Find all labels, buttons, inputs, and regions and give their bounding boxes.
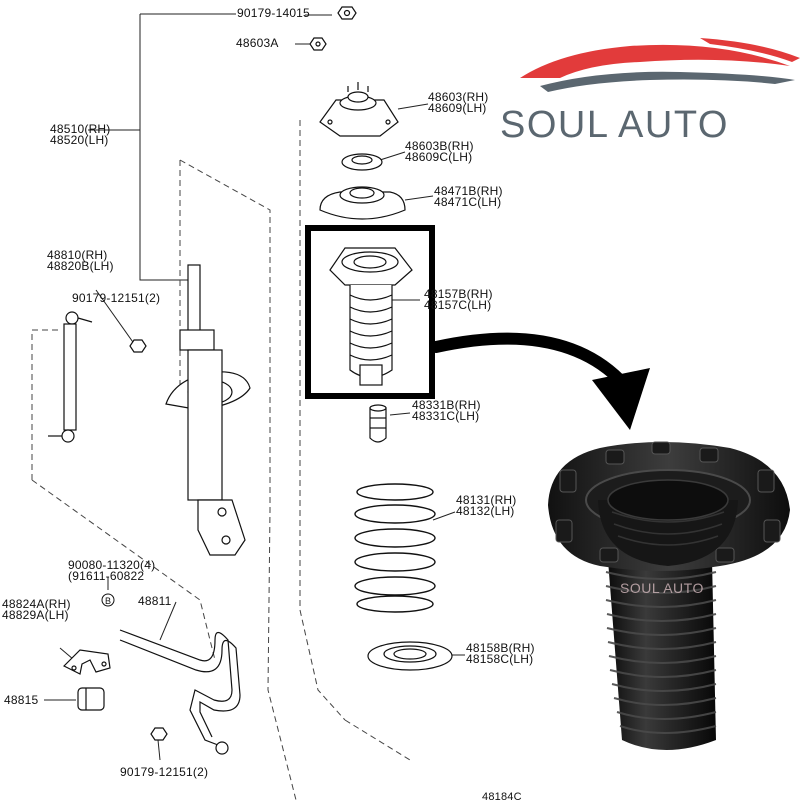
bolt-marker: B — [101, 593, 115, 607]
support-mount — [319, 82, 399, 137]
label-stabilizer-link: 48810(RH) 48820B(LH) — [47, 248, 114, 273]
label-cut-part: 48184C — [482, 791, 522, 803]
label-link-nut: 90179-12151(2) — [72, 291, 161, 305]
label-coil-spring: 48131(RH) 48132(LH) — [456, 493, 517, 518]
bracket — [62, 649, 111, 675]
dust-boot-drawing — [329, 247, 413, 386]
strut-assembly — [165, 264, 251, 556]
label-bolt-pair: 90080-11320(4) (91611-60822 — [68, 558, 156, 583]
label-strut-assy: 48510(RH) 48520(LH) — [50, 122, 111, 147]
link-nut — [129, 339, 147, 353]
label-lower-insulator: 48158B(RH) 48158C(LH) — [466, 641, 535, 666]
assembly-outline — [31, 120, 411, 800]
label-bump-stopper: 48331B(RH) 48331C(LH) — [412, 398, 481, 423]
label-bearing: 48603B(RH) 48609C(LH) — [405, 139, 474, 164]
label-upper-seat: 48471B(RH) 48471C(LH) — [434, 184, 503, 209]
bearing — [341, 153, 383, 171]
lower-insulator — [367, 641, 453, 671]
brand-watermark: SOUL AUTO — [620, 580, 704, 596]
bottom-nut — [150, 727, 168, 741]
svg-text:B: B — [105, 596, 111, 606]
label-bushing: 48815 — [4, 693, 39, 707]
stabilizer-bar — [119, 629, 241, 755]
label-nut-top: 90179-14015 — [237, 6, 310, 20]
coil-spring-drawing — [354, 483, 436, 613]
top-nut — [337, 6, 357, 20]
upper-seat — [319, 186, 406, 220]
bushing — [77, 687, 105, 711]
pointer-arrow — [430, 332, 650, 430]
label-bracket: 48824A(RH) 48829A(LH) — [2, 597, 71, 622]
bump-stopper — [369, 404, 387, 443]
label-support-mount: 48603(RH) 48609(LH) — [428, 90, 489, 115]
flange-nut — [309, 37, 327, 51]
brand-logo-car — [520, 38, 800, 92]
label-bottom-nut: 90179-12151(2) — [120, 765, 209, 779]
brand-name: SOUL AUTO — [500, 104, 729, 146]
label-nut-b: 48603A — [236, 36, 279, 50]
dust-boot-photo — [548, 441, 790, 750]
label-dust-boot: 48157B(RH) 48157C(LH) — [424, 287, 493, 312]
stabilizer-link — [48, 311, 93, 443]
highlight-box — [305, 225, 435, 399]
label-stabilizer-bar: 48811 — [138, 594, 172, 608]
